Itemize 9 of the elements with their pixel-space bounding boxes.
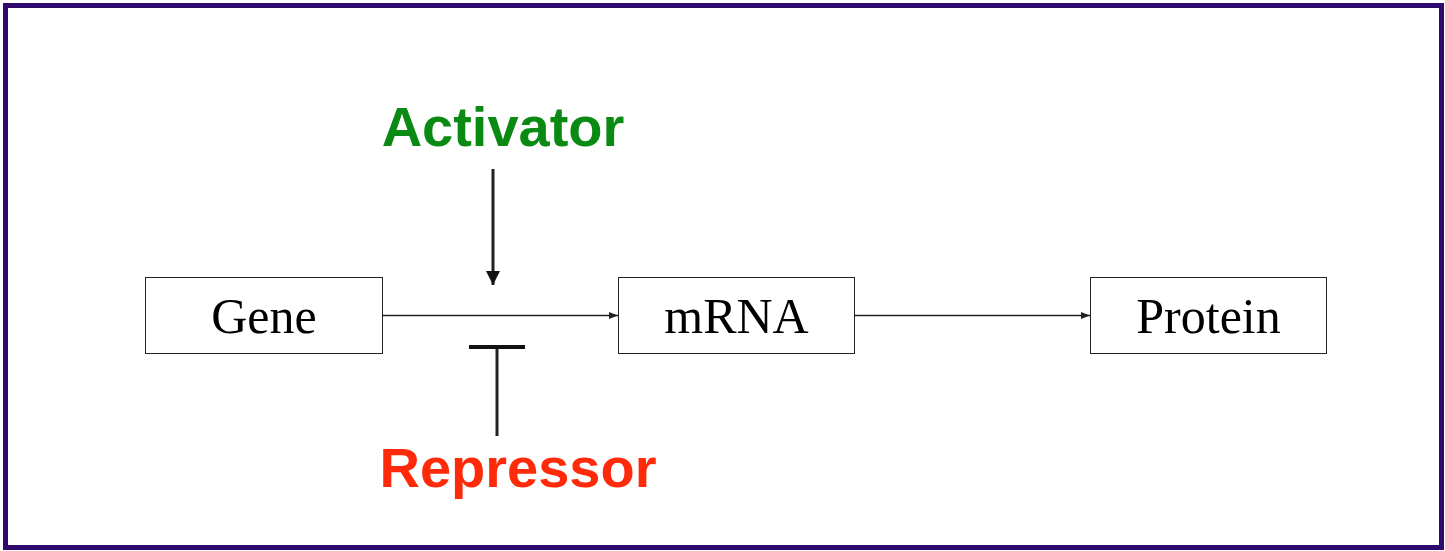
arrow [854,311,1091,320]
arrow [486,169,500,285]
inhibition-line [469,345,525,436]
process-box: mRNA [618,277,855,354]
arrow [382,311,619,320]
regulator-label: Repressor [364,436,672,498]
process-box: Protein [1090,277,1327,354]
process-box: Gene [145,277,383,354]
regulator-label: Activator [364,95,642,157]
